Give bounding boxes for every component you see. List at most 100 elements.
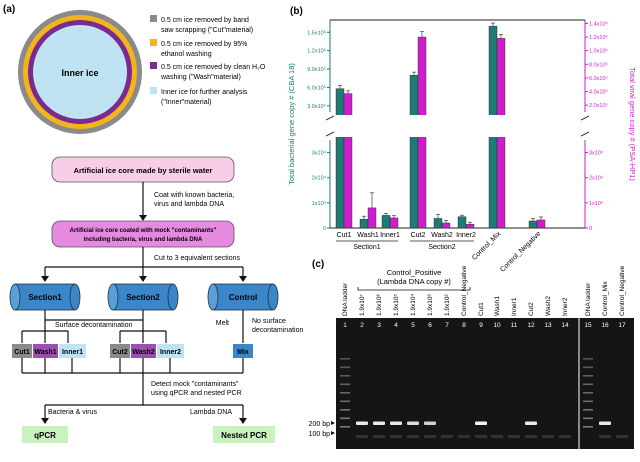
control-cylinder: Control [207, 283, 279, 311]
right-tick-label: 0 [589, 226, 592, 232]
lane-label: 1.9x10³ [427, 293, 434, 316]
mix-text: Mix [237, 349, 249, 356]
lane-number: 3 [377, 322, 381, 329]
panel-b: (b) 01x10⁴2x10⁴3x10⁴3.0x10⁵6.0x10⁵9.0x10… [287, 6, 637, 274]
legend-swatch [150, 39, 157, 46]
lane-number: 15 [584, 322, 592, 329]
lane-label: DNA ladder [585, 282, 592, 316]
x-tick-label: Wash1 [357, 232, 379, 239]
left-tick-label: 9.0x10⁵ [307, 66, 326, 73]
primer-smudge [424, 435, 436, 438]
ladder-band [583, 392, 593, 394]
lane-number: 13 [544, 322, 552, 329]
legend-text: 0.5 cm ice removed by 95% [161, 41, 247, 48]
left-tick-label: 0 [323, 226, 326, 232]
bp100-arrow [331, 431, 335, 435]
primer-smudge [390, 435, 402, 438]
wash1-text: Wash1 [34, 349, 56, 356]
ladder-band [340, 366, 350, 369]
section1-label: Section1 [28, 293, 62, 302]
no-surface-2: decontamination [252, 327, 303, 334]
lane-number: 7 [445, 322, 449, 329]
group-label: Section2 [428, 244, 455, 251]
primer-smudge [441, 435, 453, 438]
cut2-text: Cut2 [112, 349, 128, 356]
primer-smudge [559, 435, 571, 438]
ice-core-box-text: Artificial ice core made by sterile wate… [74, 166, 213, 175]
x-tick-label: Inner2 [456, 232, 476, 239]
left-tick-label: 1.2x10⁶ [307, 48, 326, 55]
bar [465, 224, 475, 229]
ladder-band [340, 400, 350, 403]
detect-2: using qPCR and nested PCR [151, 390, 242, 397]
positive-header: Control_Positive [387, 268, 442, 277]
melt-text: Melt [216, 320, 229, 327]
mix-box [233, 344, 253, 358]
right-tick-label: 1x10⁴ [589, 200, 604, 207]
ladder-band [340, 383, 350, 386]
lane-label: 1.9x10⁴ [410, 293, 417, 316]
lane-label: Control_Mix [602, 281, 609, 316]
legend-text: Inner ice for further analysis [161, 89, 248, 96]
right-axis-title: Total viral gene copy # (PSA-HP1) [628, 67, 637, 181]
positive-subheader: (Lambda DNA copy #) [377, 277, 451, 286]
dna-band [475, 421, 487, 425]
bar [409, 74, 419, 229]
cut1-box [12, 344, 32, 358]
primer-smudge [458, 435, 470, 438]
nested-pcr-box [213, 426, 275, 443]
left-tick-label: 2x10⁴ [312, 175, 327, 182]
wash1-box [33, 344, 58, 358]
lane-number: 9 [479, 322, 483, 329]
right-tick-label: 8.0x10⁵ [589, 61, 608, 68]
right-tick-label: 2.0x10⁵ [589, 102, 608, 109]
lane-label: Control_Negative [461, 265, 468, 316]
x-tick-label: Control_Negative [499, 230, 542, 273]
bar-break [343, 115, 353, 137]
legend-swatch [150, 62, 157, 69]
primer-smudge [491, 435, 503, 438]
coat-step-1: Coat with known bacteria, [154, 192, 234, 199]
cut1-text: Cut1 [14, 349, 30, 356]
ladder-band [583, 409, 593, 411]
inner2-text: Inner2 [160, 349, 181, 356]
lane-number: 17 [618, 322, 626, 329]
bar-break [417, 115, 427, 137]
axis-break [580, 131, 590, 137]
ladder-band [340, 426, 350, 428]
bar-break [409, 115, 419, 137]
lane-label: Inner2 [562, 297, 569, 316]
panel-a-label: (a) [3, 4, 15, 15]
gel-image: DNA ladder11.9x10⁷21.9x10⁶31.9x10⁵41.9x1… [309, 265, 634, 449]
inner1-text: Inner1 [62, 349, 83, 356]
lane-number: 4 [394, 322, 398, 329]
bar [359, 218, 369, 229]
primer-smudge [599, 435, 611, 438]
no-surface-1: No surface [252, 318, 286, 325]
bp100-label: 100 bp [309, 431, 331, 438]
lane-label: Control_Negative [619, 265, 626, 316]
ladder-band [583, 375, 593, 377]
bar-break [335, 115, 345, 137]
section2-label: Section2 [126, 293, 160, 302]
right-tick-label: 1.0x10⁶ [589, 48, 608, 55]
coat-step-2: virus and lambda DNA [154, 201, 224, 208]
lane-number: 2 [360, 322, 364, 329]
inner-ice-disc [33, 25, 127, 119]
bar [536, 219, 546, 229]
right-tick-label: 3x10⁴ [589, 150, 604, 157]
coated-core-line-2: including bacteria, virus and lambda DNA [84, 237, 203, 243]
primer-smudge [525, 435, 537, 438]
left-tick-label: 1.5x10⁶ [307, 29, 326, 36]
lane-label: DNA ladder [342, 282, 349, 316]
wash2-text: Wash2 [132, 349, 154, 356]
legend-text: ("Inner"material) [161, 99, 211, 106]
lane-number: 14 [561, 322, 569, 329]
lane-label: Wash2 [545, 296, 552, 316]
bar-chart: 01x10⁴2x10⁴3x10⁴3.0x10⁵6.0x10⁵9.0x10⁵1.2… [287, 19, 637, 274]
bar [441, 222, 451, 229]
axis-break [325, 115, 335, 121]
group-label: Section1 [353, 244, 380, 251]
